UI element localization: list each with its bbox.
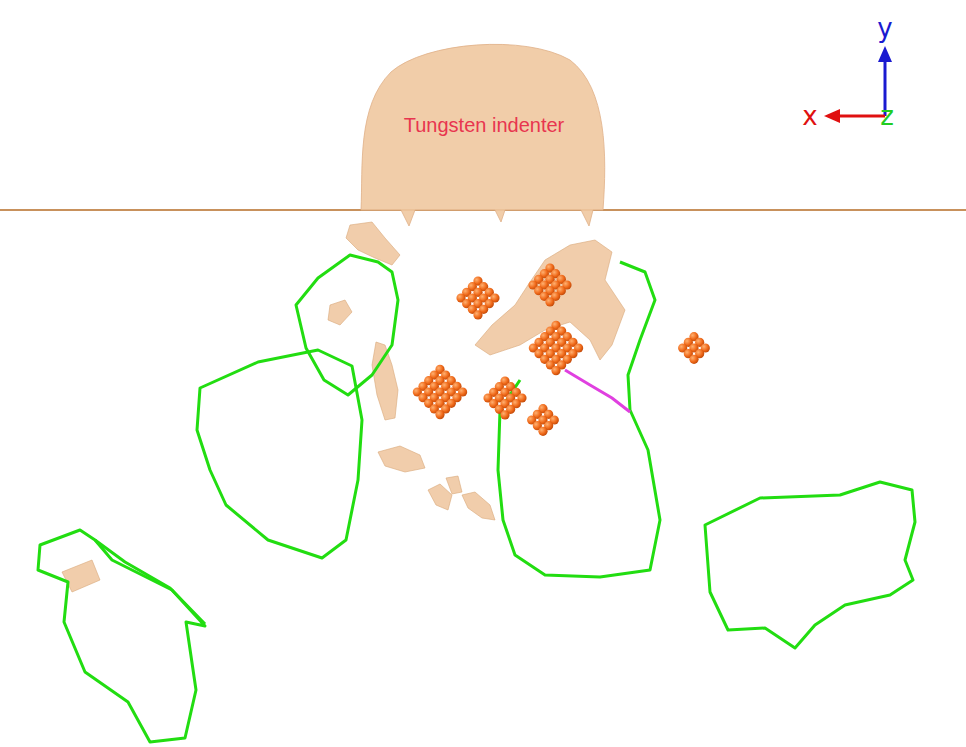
atom-clusters [413,263,710,435]
defect-clusters [62,222,625,592]
indenter-shape: Tungsten indenter [355,36,613,212]
indenter-body [361,44,605,226]
indenter-label: Tungsten indenter [404,114,564,137]
atom [551,366,560,375]
atom [473,310,482,319]
atom [538,427,547,436]
axis-label: z [880,103,894,129]
atom [500,410,509,419]
axis-label: x [802,103,817,129]
axis-label: y [877,15,892,41]
dislocation-loops [38,255,915,742]
atom [689,355,698,364]
dislocation-segment [565,370,630,412]
atom [435,410,444,419]
atom [545,297,554,306]
